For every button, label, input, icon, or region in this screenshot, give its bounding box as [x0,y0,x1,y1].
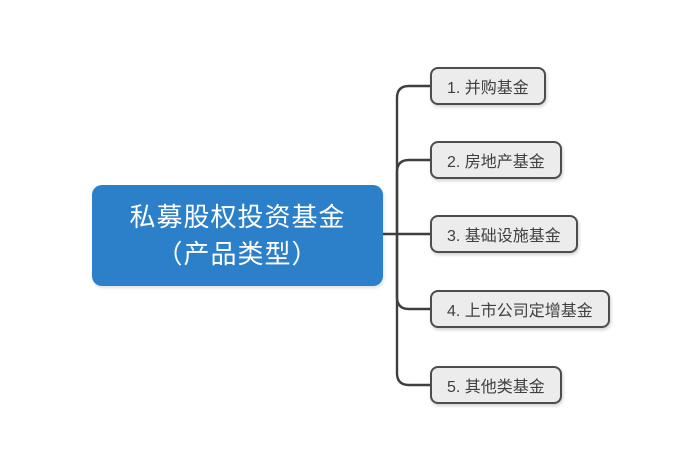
child-node-infrastructure-fund[interactable]: 3. 基础设施基金 [430,215,578,253]
root-node-title-line2: （产品类型） [156,238,319,269]
child-node-label: 3. 基础设施基金 [447,228,561,245]
child-node-merger-fund[interactable]: 1. 并购基金 [430,67,546,105]
child-node-label: 4. 上市公司定增基金 [447,303,593,320]
child-node-label: 5. 其他类基金 [447,379,545,396]
connector-branch-5 [395,232,432,387]
child-node-label: 1. 并购基金 [447,80,529,97]
connector-branch-4 [395,232,432,311]
connector-branch-1 [395,84,432,236]
child-node-listed-company-fund[interactable]: 4. 上市公司定增基金 [430,290,610,328]
child-node-real-estate-fund[interactable]: 2. 房地产基金 [430,141,562,179]
connector-branch-2 [395,158,432,236]
child-node-other-fund[interactable]: 5. 其他类基金 [430,366,562,404]
child-node-label: 2. 房地产基金 [447,154,545,171]
root-node[interactable]: 私募股权投资基金 （产品类型） [92,185,383,286]
root-node-title-line1: 私募股权投资基金 [129,201,346,232]
